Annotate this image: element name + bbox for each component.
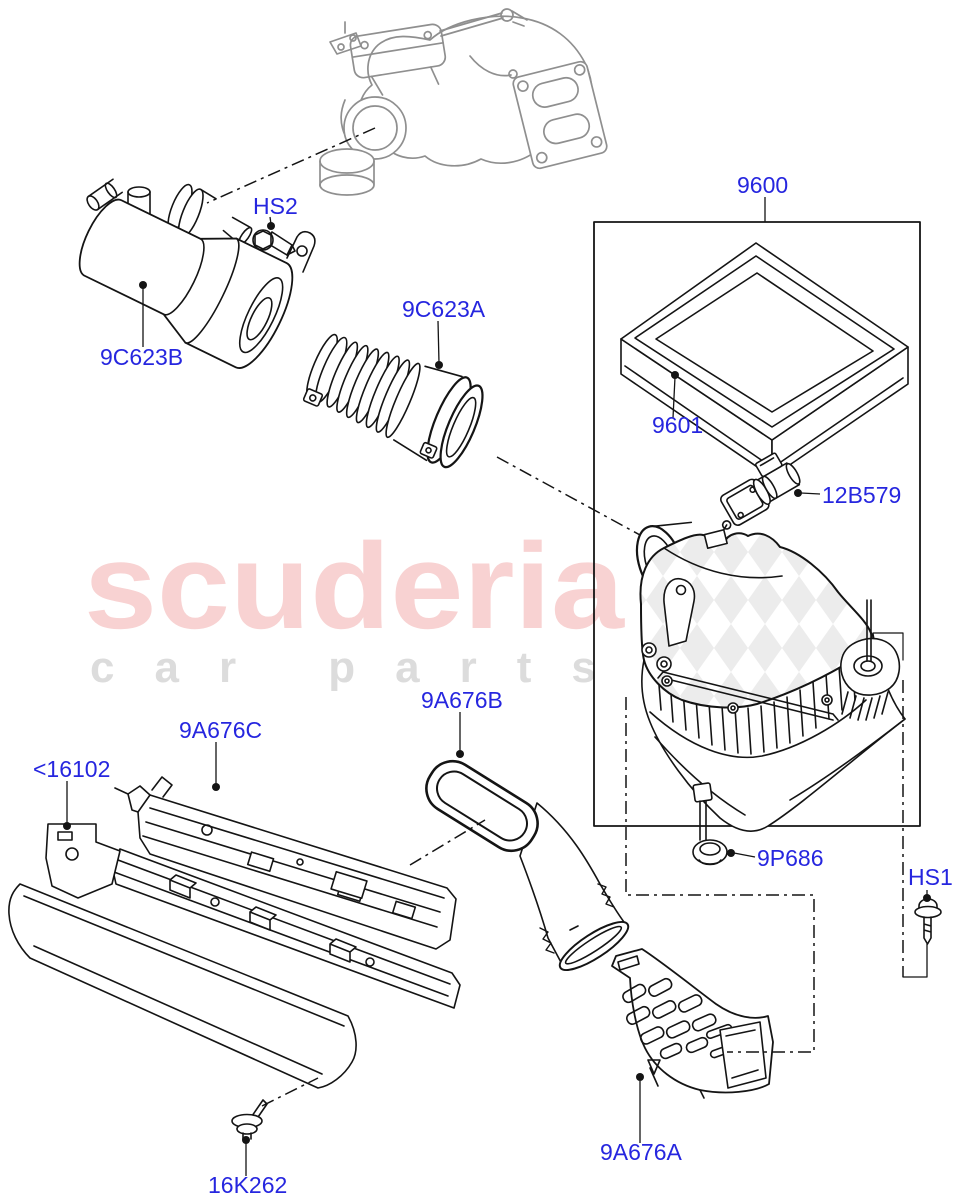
part-label-hs1[interactable]: HS1 <box>908 864 953 890</box>
part-label-9a676c[interactable]: 9A676C <box>179 717 262 743</box>
watermark-tagline: car parts <box>90 643 636 692</box>
part-label-9a676b[interactable]: 9A676B <box>421 687 503 713</box>
resonator-drawing <box>78 178 316 369</box>
watermark: scuderia car parts <box>84 518 636 692</box>
intake-duct-upper-drawing <box>425 759 630 971</box>
part-label-9601[interactable]: 9601 <box>652 412 703 438</box>
reference-lines <box>206 127 904 1107</box>
ref-line-pipe-to-housing <box>496 456 641 536</box>
air-filter-drawing <box>620 242 909 478</box>
ref-line-housing-to-duct <box>625 697 815 1053</box>
air-cleaner-housing-drawing <box>635 520 906 841</box>
leader-lines <box>66 197 928 1176</box>
watermark-brand: scuderia <box>84 518 625 654</box>
part-label-hs2[interactable]: HS2 <box>253 193 298 219</box>
maf-sensor-drawing <box>720 452 801 526</box>
part-label-9600[interactable]: 9600 <box>737 172 788 198</box>
part-label-16102[interactable]: <16102 <box>33 756 110 782</box>
grommet-drawing <box>692 839 728 866</box>
part-label-9p686[interactable]: 9P686 <box>757 845 824 871</box>
flex-pipe-drawing <box>302 333 484 469</box>
part-label-9a676a[interactable]: 9A676A <box>600 1139 683 1165</box>
hs1-screw-drawing <box>902 898 942 978</box>
line-art <box>8 178 942 1140</box>
part-labels: HS2 9600 9C623B 9C623A 9601 12B579 9A676… <box>33 172 953 1198</box>
ref-line-pin-to-panel <box>261 1077 319 1107</box>
ref-line-turbo-to-resonator <box>206 127 376 204</box>
turbocharger-sketch <box>319 8 608 196</box>
ref-line-deflector-to-duct <box>409 819 486 866</box>
part-label-9c623b[interactable]: 9C623B <box>100 344 183 370</box>
intake-duct-lower-drawing <box>611 948 774 1099</box>
leader-dots <box>63 222 931 1144</box>
part-label-9c623a[interactable]: 9C623A <box>402 296 486 322</box>
deflector-assembly-drawing <box>8 776 461 1089</box>
hs2-bolt-drawing <box>252 229 296 256</box>
part-label-16k262[interactable]: 16K262 <box>208 1172 287 1198</box>
part-label-12b579[interactable]: 12B579 <box>822 482 901 508</box>
